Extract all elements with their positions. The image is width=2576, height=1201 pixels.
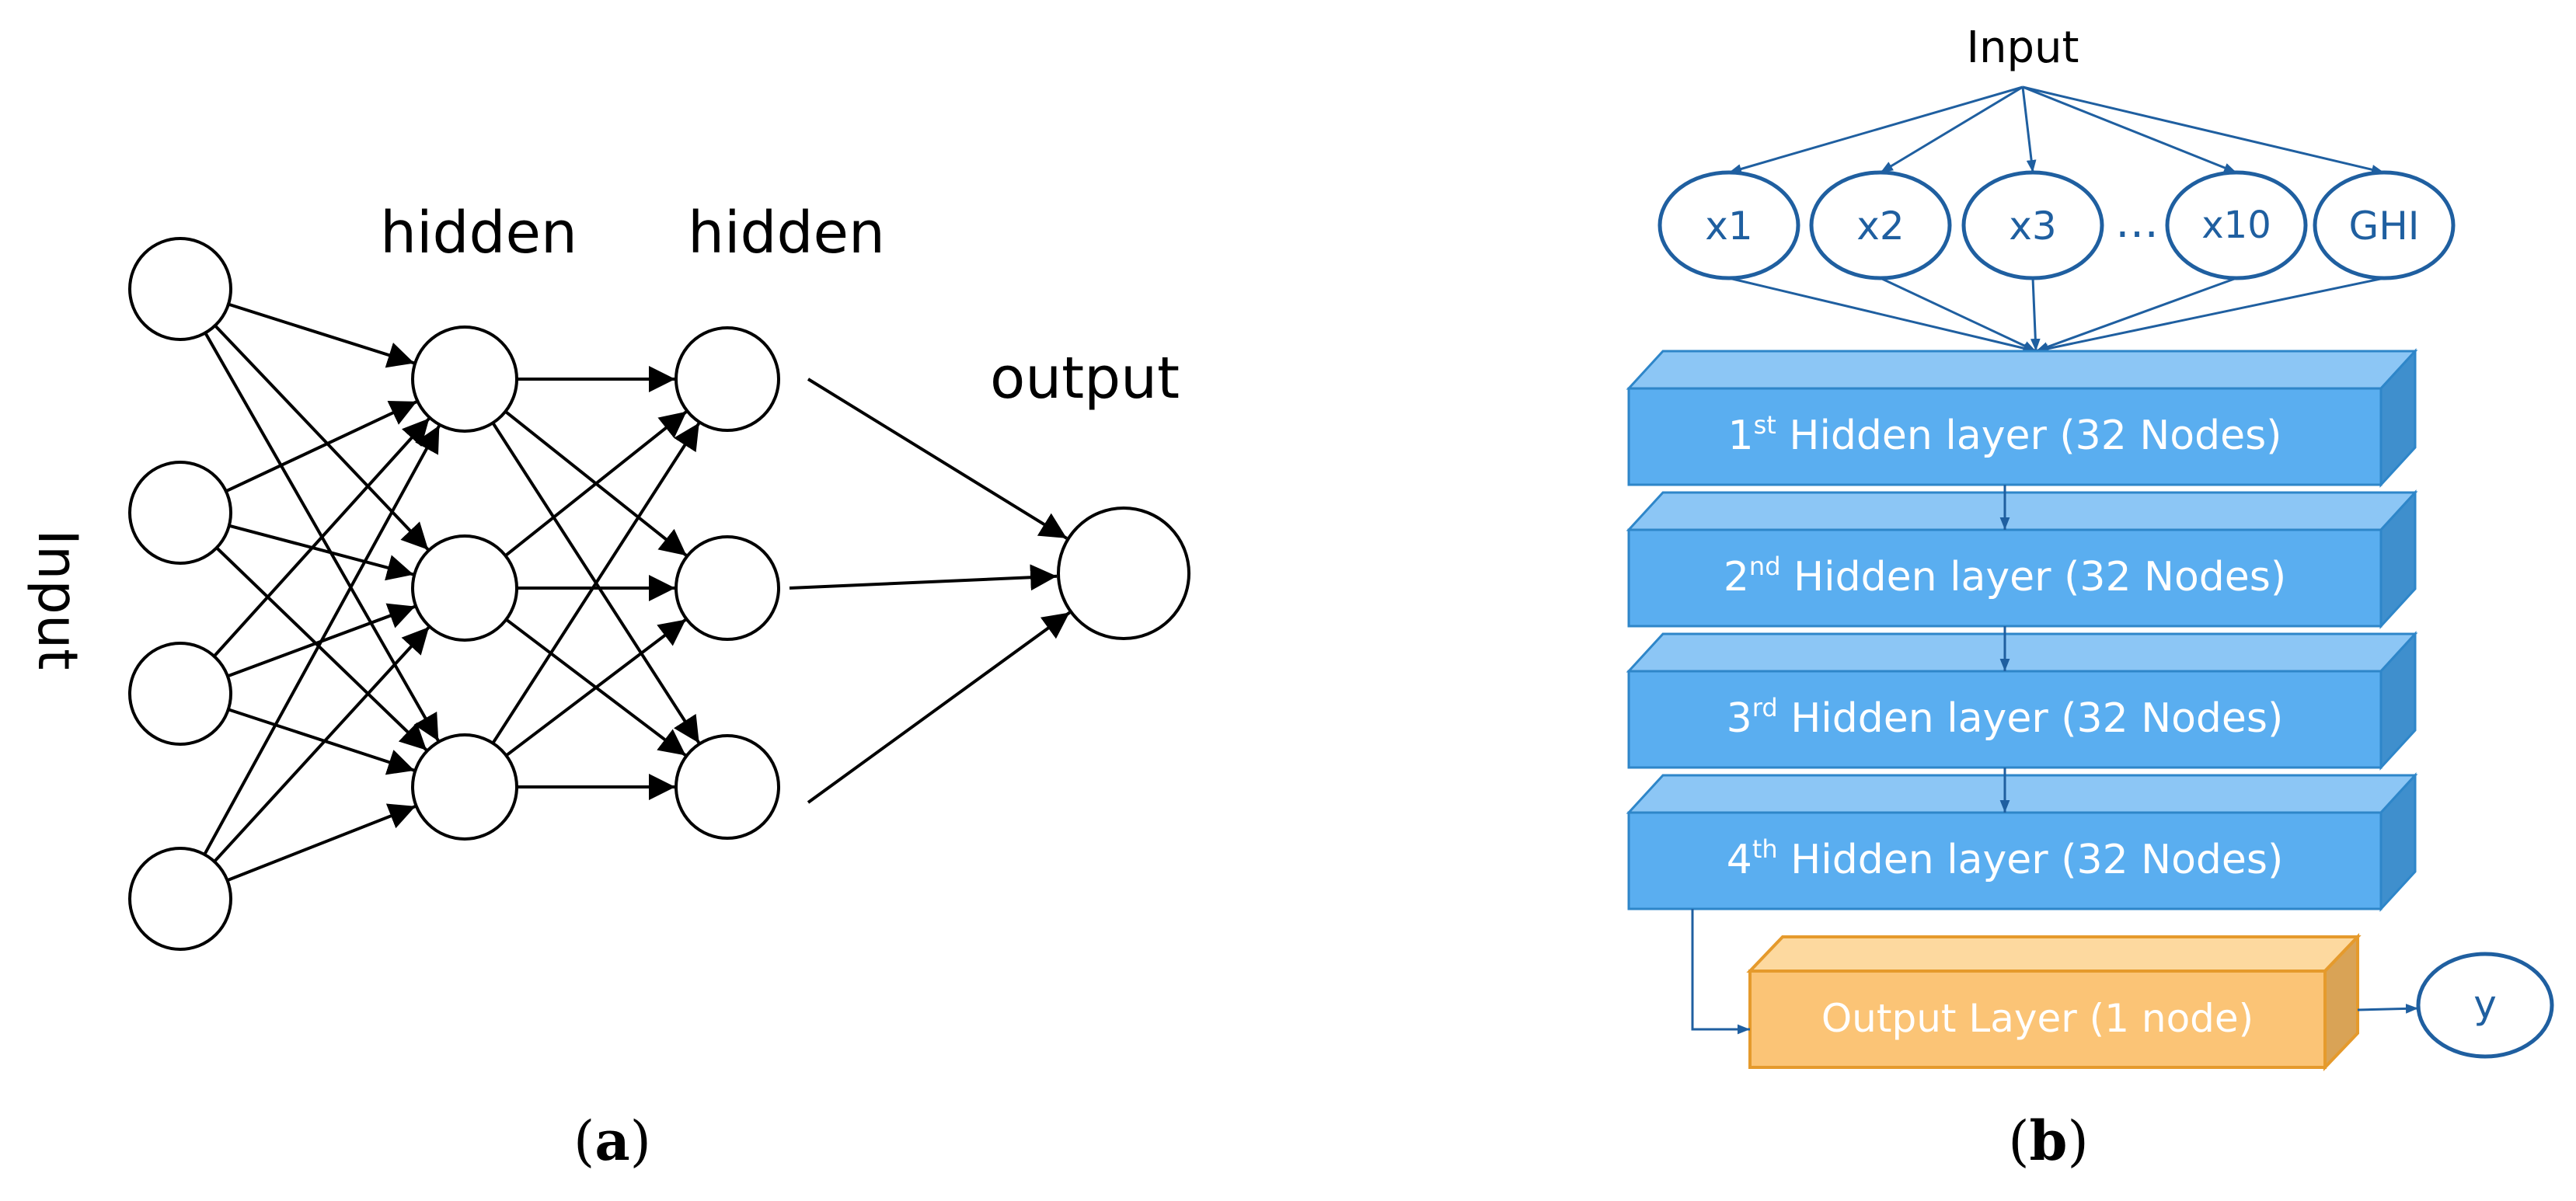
panel-b: Input x1 x2 x3 … x10 GHI 1st Hidden laye… bbox=[1626, 23, 2554, 1173]
input-fan-edge bbox=[1728, 85, 2024, 174]
network-edge bbox=[807, 378, 1068, 540]
input-node-x3-label: x3 bbox=[2009, 204, 2056, 249]
network-edge bbox=[807, 611, 1071, 804]
output-layer-label: Output Layer (1 node) bbox=[1821, 996, 2254, 1041]
network-edge bbox=[226, 803, 417, 882]
network-edge bbox=[505, 618, 687, 757]
input-ellipsis: … bbox=[2115, 197, 2159, 248]
hidden-layer-1: 1st Hidden layer (32 Nodes) bbox=[1626, 348, 2418, 488]
input-merge-edge bbox=[1728, 277, 2037, 353]
panel-a-edges bbox=[203, 302, 1071, 882]
input-node bbox=[128, 642, 232, 746]
hidden-layer-1-label: 1st Hidden layer (32 Nodes) bbox=[1728, 410, 2282, 459]
network-edge bbox=[213, 417, 430, 658]
input-fan-edge bbox=[2022, 85, 2385, 175]
hidden-layer-2-label: 2nd Hidden layer (32 Nodes) bbox=[1724, 552, 2286, 600]
input-node-ghi-label: GHI bbox=[2348, 204, 2419, 249]
hidden-node bbox=[675, 326, 780, 432]
network-edge bbox=[215, 546, 428, 752]
caption-b: (b) bbox=[2008, 1109, 2089, 1173]
hidden-node bbox=[675, 734, 780, 840]
hidden-layer-3: 3rd Hidden layer (32 Nodes) bbox=[1626, 631, 2418, 771]
input-node-x1 bbox=[1657, 170, 1800, 280]
hidden-label-2: hidden bbox=[688, 200, 885, 266]
network-edge bbox=[214, 324, 430, 552]
output-node-y-label: y bbox=[2473, 982, 2497, 1027]
input-fan-edge bbox=[2022, 85, 2237, 174]
hidden-node bbox=[411, 534, 518, 642]
input-merge-edge bbox=[2030, 277, 2041, 352]
output-label: output bbox=[990, 345, 1180, 412]
output-node bbox=[1057, 507, 1190, 640]
input-fan-edge bbox=[2021, 86, 2037, 173]
network-edge bbox=[789, 564, 1058, 591]
hidden-layer-4: 4th Hidden layer (32 Nodes) bbox=[1626, 772, 2418, 912]
input-node bbox=[128, 847, 232, 951]
network-edge bbox=[228, 524, 414, 581]
input-node-x2 bbox=[1809, 170, 1952, 280]
input-fan-edges bbox=[1728, 85, 2385, 175]
panel-a: hidden hidden output Input (a) bbox=[26, 200, 1190, 1173]
network-edge bbox=[491, 422, 701, 744]
input-node bbox=[128, 461, 232, 565]
input-node-x10-label: x10 bbox=[2201, 204, 2271, 247]
input-node-x1-label: x1 bbox=[1705, 204, 1752, 249]
hidden-layer-3-label: 3rd Hidden layer (32 Nodes) bbox=[1727, 693, 2284, 742]
output-layer: Output Layer (1 node) bbox=[1746, 933, 2362, 1071]
network-edge bbox=[225, 400, 418, 493]
network-edge bbox=[504, 410, 688, 557]
output-node-y bbox=[2416, 952, 2554, 1059]
caption-a: (a) bbox=[573, 1109, 651, 1173]
input-merge-edge bbox=[1880, 277, 2037, 353]
network-edge bbox=[228, 708, 416, 775]
hidden-node bbox=[411, 325, 518, 433]
network-edge bbox=[213, 625, 430, 863]
input-node bbox=[128, 237, 232, 341]
input-merge-edge bbox=[2035, 277, 2237, 353]
input-node-x2-label: x2 bbox=[1856, 204, 1904, 249]
input-label: Input bbox=[26, 529, 89, 670]
network-edge bbox=[228, 302, 415, 368]
hidden-layer-4-label: 4th Hidden layer (32 Nodes) bbox=[1727, 834, 2284, 883]
input-node-x10 bbox=[2165, 170, 2308, 280]
hidden-layer-2: 2nd Hidden layer (32 Nodes) bbox=[1626, 489, 2418, 629]
input-node-ghi bbox=[2313, 170, 2456, 280]
network-edge bbox=[203, 424, 441, 855]
input-node-x3 bbox=[1961, 170, 2104, 280]
hidden-node bbox=[411, 733, 518, 841]
input-fan-edge bbox=[1880, 85, 2024, 174]
input-merge-edge bbox=[2035, 277, 2385, 353]
hidden-node bbox=[675, 535, 780, 641]
output-to-y-connector bbox=[2357, 1004, 2419, 1014]
hidden-label-1: hidden bbox=[380, 200, 577, 266]
layer4-to-output-connector bbox=[1691, 909, 1750, 1035]
input-merge-edges bbox=[1728, 277, 2385, 353]
input-label-b: Input bbox=[1966, 23, 2079, 73]
